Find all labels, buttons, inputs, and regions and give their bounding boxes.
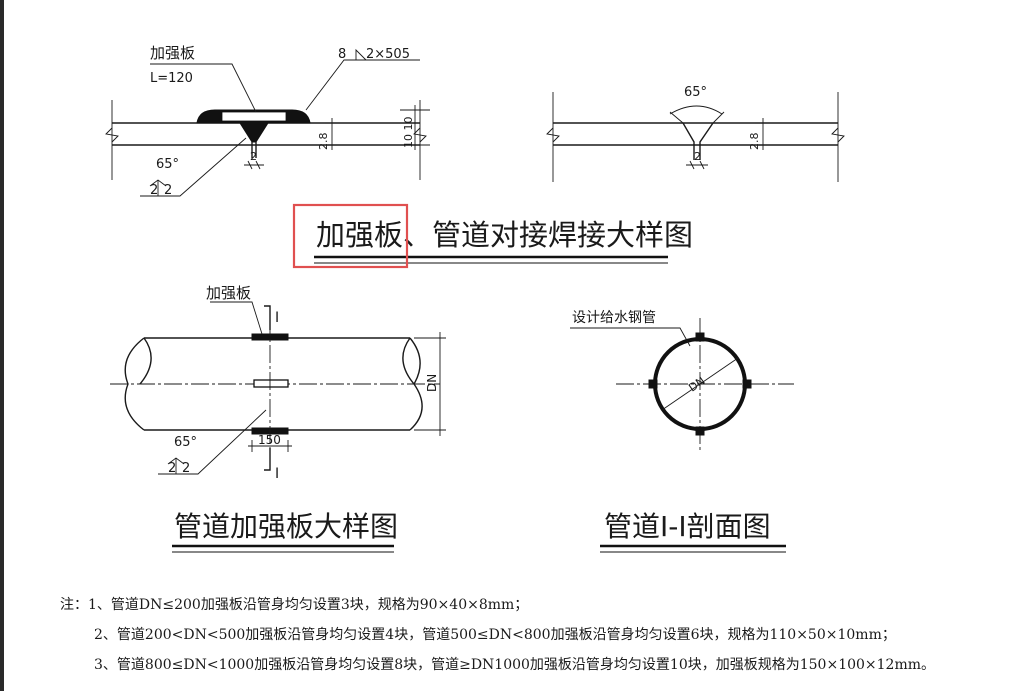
groove-right-label: 2 xyxy=(164,183,172,198)
highlight-box xyxy=(292,203,409,269)
butt-weld-detail: 65° 2 2.8 xyxy=(546,85,845,182)
note-line-1: 注：1、管道DN≤200加强板沿管身均匀设置3块，规格为90×40×8mm； xyxy=(60,597,529,613)
groove-angle-label: 65° xyxy=(156,157,179,172)
plate-length-label: L=120 xyxy=(150,71,193,86)
note-line-2: 2、管道200<DN<500加强板沿管身均匀设置4块，管道500≤DN<800加… xyxy=(94,627,896,643)
plate-dim-label: 10 10 xyxy=(402,117,415,149)
pipe-title-group: 管道加强板大样图 xyxy=(172,510,398,553)
pipe-plate-label: 加强板 xyxy=(206,284,251,302)
pipe-groove-left: 2 xyxy=(168,461,176,476)
notes-block: 注：1、管道DN≤200加强板沿管身均匀设置3块，规格为90×40×8mm； 2… xyxy=(60,590,1020,680)
top-title-group: 加强板、管道对接焊接大样图 xyxy=(292,203,693,269)
section-mark-bottom: I xyxy=(275,466,279,482)
pipe-dn-label: DN xyxy=(425,374,439,392)
weld-size-label: 8 xyxy=(338,47,346,62)
plate-width-label: 150 xyxy=(258,433,281,447)
steel-pipe-label: 设计给水钢管 xyxy=(572,310,656,326)
right-angle-label: 65° xyxy=(684,85,707,100)
right-gap-label: 2 xyxy=(694,150,701,163)
pipe-angle-label: 65° xyxy=(174,435,197,450)
pipe-title: 管道加强板大样图 xyxy=(174,510,398,543)
gap-label: 2 xyxy=(250,150,257,163)
note-line-3: 3、管道800≤DN<1000加强板沿管身均匀设置8块，管道≥DN1000加强板… xyxy=(94,657,936,673)
section-title: 管道I-I剖面图 xyxy=(604,510,771,543)
weld-spec-label: 2×505 xyxy=(366,47,410,62)
top-title: 加强板、管道对接焊接大样图 xyxy=(316,218,693,252)
pipe-plate-detail: 加强板 I I DN 150 65° 2 2 xyxy=(110,284,446,482)
pipe-section-detail: 设计给水钢管 DN xyxy=(570,310,794,450)
pipe-groove-right: 2 xyxy=(182,461,190,476)
butt-weld-with-plate-detail: 加强板 L=120 8 2×505 65° 2 2 2 2.8 10 10 xyxy=(105,44,430,198)
thickness-dim-label: 2.8 xyxy=(317,133,330,151)
section-title-group: 管道I-I剖面图 xyxy=(600,510,786,553)
drawing-frame-edge xyxy=(0,0,4,691)
right-thickness-label: 2.8 xyxy=(748,133,761,151)
groove-left-label: 2 xyxy=(150,183,158,198)
section-mark-top: I xyxy=(275,310,279,326)
plate-label: 加强板 xyxy=(150,44,195,62)
